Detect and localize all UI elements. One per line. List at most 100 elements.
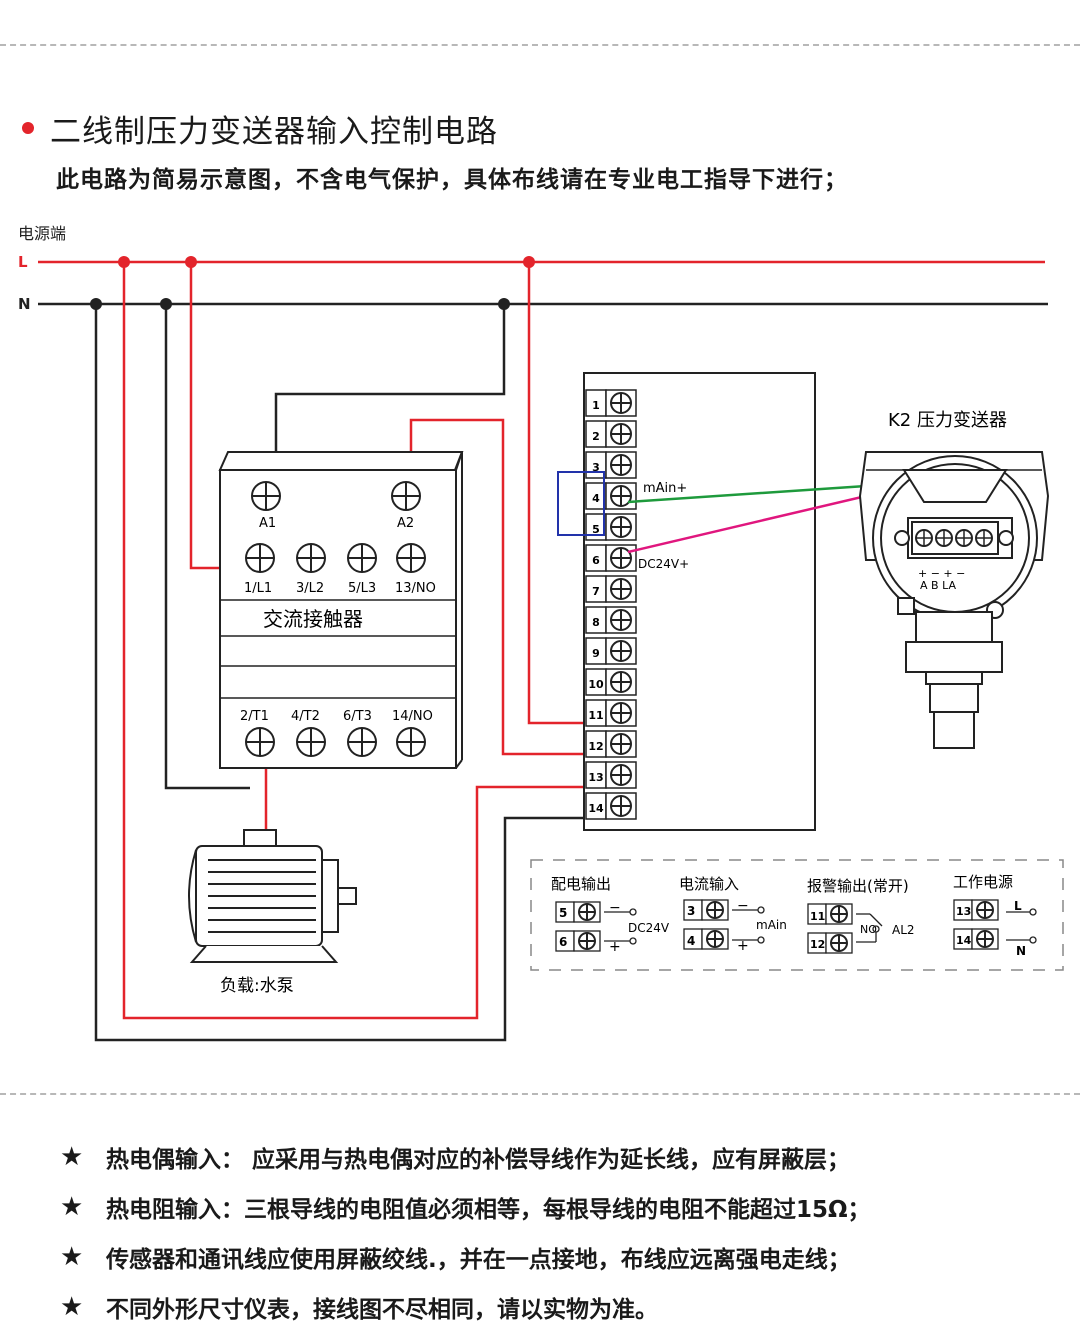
- legend-work-power-title: 工作电源: [953, 873, 1013, 891]
- legend-alarm-label: AL2: [892, 923, 915, 937]
- controller-terminal: 6: [585, 544, 637, 572]
- transmitter-letters: A B LA: [920, 579, 956, 592]
- coil-label-a2: A2: [397, 516, 414, 531]
- mA-input-label: mAin+: [643, 481, 687, 496]
- legend-terminal: [953, 899, 999, 921]
- controller-terminal-number: 3: [592, 461, 600, 474]
- controller-terminal: 12: [585, 730, 637, 758]
- screw-terminal-icon: [610, 671, 632, 693]
- screw-terminal-icon: [610, 547, 632, 569]
- coil-label-a1: A1: [259, 516, 276, 531]
- controller-terminal-number: 13: [588, 771, 603, 784]
- controller-terminal: 8: [585, 606, 637, 634]
- screw-terminal-icon: [610, 454, 632, 476]
- contactor-screws: [245, 481, 426, 757]
- controller-terminal: 3: [585, 451, 637, 479]
- note-item: ★热电阻输入：三根导线的电阻值必须相等，每根导线的电阻不能超过15Ω；: [60, 1182, 871, 1232]
- legend-terminal: [683, 899, 729, 921]
- bottom-terminal-label: 6/T3: [343, 709, 372, 724]
- screw-terminal-icon: [578, 903, 596, 921]
- screw-terminal-icon: [610, 702, 632, 724]
- bottom-terminal-label: 4/T2: [291, 709, 320, 724]
- legend-wires: [604, 906, 1037, 945]
- legend-terminal: [683, 928, 729, 950]
- power-source-label: 电源端: [18, 224, 66, 243]
- controller-terminal: 5: [585, 513, 637, 541]
- screw-terminal-icon: [610, 578, 632, 600]
- legend-power-out-t1: 5: [559, 906, 567, 920]
- legend-alarm-out-t1: 11: [810, 910, 825, 923]
- controller-terminal-number: 4: [592, 492, 600, 505]
- controller-terminal-number: 7: [592, 585, 600, 598]
- note-text: 不同外形尺寸仪表，接线图不尽相同，请以实物为准。: [106, 1297, 658, 1323]
- bottom-terminal-label: 14/NO: [392, 709, 433, 724]
- controller-terminal: 11: [585, 699, 637, 727]
- bottom-terminal-label: 2/T1: [240, 709, 269, 724]
- bottom-divider: [0, 1093, 1080, 1095]
- legend-current-in-title: 电流输入: [679, 875, 739, 893]
- legend-work-power-t1: 13: [956, 905, 971, 918]
- top-divider: [0, 44, 1080, 46]
- controller-terminal: 13: [585, 761, 637, 789]
- transmitter-terminal-block: [894, 521, 1014, 555]
- note-item: ★ 不同外形尺寸仪表，接线图不尽相同，请以实物为准。: [60, 1282, 871, 1332]
- controller-terminal-number: 9: [592, 647, 600, 660]
- top-terminal-label: 5/L3: [348, 581, 376, 596]
- star-icon: ★: [60, 1242, 84, 1272]
- top-terminal-label: 3/L2: [296, 581, 324, 596]
- screw-terminal-icon: [610, 764, 632, 786]
- controller-terminal-number: 14: [588, 802, 604, 815]
- line-n-label: N: [18, 295, 31, 313]
- controller-terminal: 14: [585, 792, 637, 820]
- controller-terminal: 9: [585, 637, 637, 665]
- note-item: ★ 传感器和通讯线应使用屏蔽绞线.，并在一点接地，布线应远离强电走线；: [60, 1232, 871, 1282]
- ac-contactor: A1 A2 1/L1 3/L2 5/L3 13/NO 交流接触器 2/T1 4/…: [218, 451, 464, 769]
- controller-terminal-number: 2: [592, 430, 600, 443]
- screw-terminal-icon: [610, 795, 632, 817]
- title-row: 二线制压力变送器输入控制电路: [22, 108, 498, 150]
- screw-terminal-icon: [830, 905, 848, 923]
- motor-label: 负载:水泵: [220, 976, 294, 996]
- screw-terminal-icon: [296, 727, 326, 757]
- black-wires: [94, 304, 613, 1042]
- note-text: 传感器和通讯线应使用屏蔽绞线.，并在一点接地，布线应远离强电走线；: [106, 1247, 851, 1273]
- screw-terminal-icon: [610, 485, 632, 507]
- controller-terminal-number: 12: [588, 740, 603, 753]
- legend-terminal: [807, 932, 853, 954]
- star-icon: ★: [60, 1292, 84, 1322]
- legend-terminals: [555, 899, 999, 954]
- screw-terminal-icon: [578, 932, 596, 950]
- page-title: 二线制压力变送器输入控制电路: [50, 113, 498, 150]
- legend-work-power-t2: 14: [956, 934, 972, 947]
- controller-terminal: 7: [585, 575, 637, 603]
- legend-terminal: [807, 903, 853, 925]
- legend-current-in-t2: 4: [687, 934, 695, 948]
- legend-work-power-n: N: [1016, 944, 1026, 958]
- controller-terminal: 10: [585, 668, 637, 696]
- screw-terminal-icon: [610, 733, 632, 755]
- controller-terminal-number: 8: [592, 616, 600, 629]
- screw-terminal-icon: [610, 423, 632, 445]
- junction-dots: [90, 256, 535, 310]
- dc24v-label: DC24V+: [638, 557, 689, 571]
- note-text: 热电偶输入： 应采用与热电偶对应的补偿导线作为延长线，应有屏蔽层；: [106, 1147, 851, 1173]
- legend-current-in-sign1: −: [737, 898, 749, 914]
- note-text: 热电阻输入：三根导线的电阻值必须相等，每根导线的电阻不能超过15Ω；: [106, 1197, 871, 1223]
- screw-terminal-icon: [347, 727, 377, 757]
- screw-terminal-icon: [245, 727, 275, 757]
- screw-terminal-icon: [610, 640, 632, 662]
- pressure-transmitter: [858, 451, 1050, 749]
- screw-terminal-icon: [706, 901, 724, 919]
- legend-current-in-sign2: +: [737, 938, 749, 954]
- motor-pump: [188, 829, 357, 963]
- top-terminal-label: 1/L1: [244, 581, 272, 596]
- notes-list: ★热电偶输入： 应采用与热电偶对应的补偿导线作为延长线，应有屏蔽层； ★热电阻输…: [60, 1132, 871, 1332]
- transmitter-signs: + − + −: [918, 567, 965, 580]
- legend-terminal: [953, 928, 999, 950]
- controller-terminal-number: 5: [592, 523, 600, 536]
- screw-terminal-icon: [706, 930, 724, 948]
- bullet-dot-icon: [22, 122, 34, 134]
- legend-terminal: [555, 930, 601, 952]
